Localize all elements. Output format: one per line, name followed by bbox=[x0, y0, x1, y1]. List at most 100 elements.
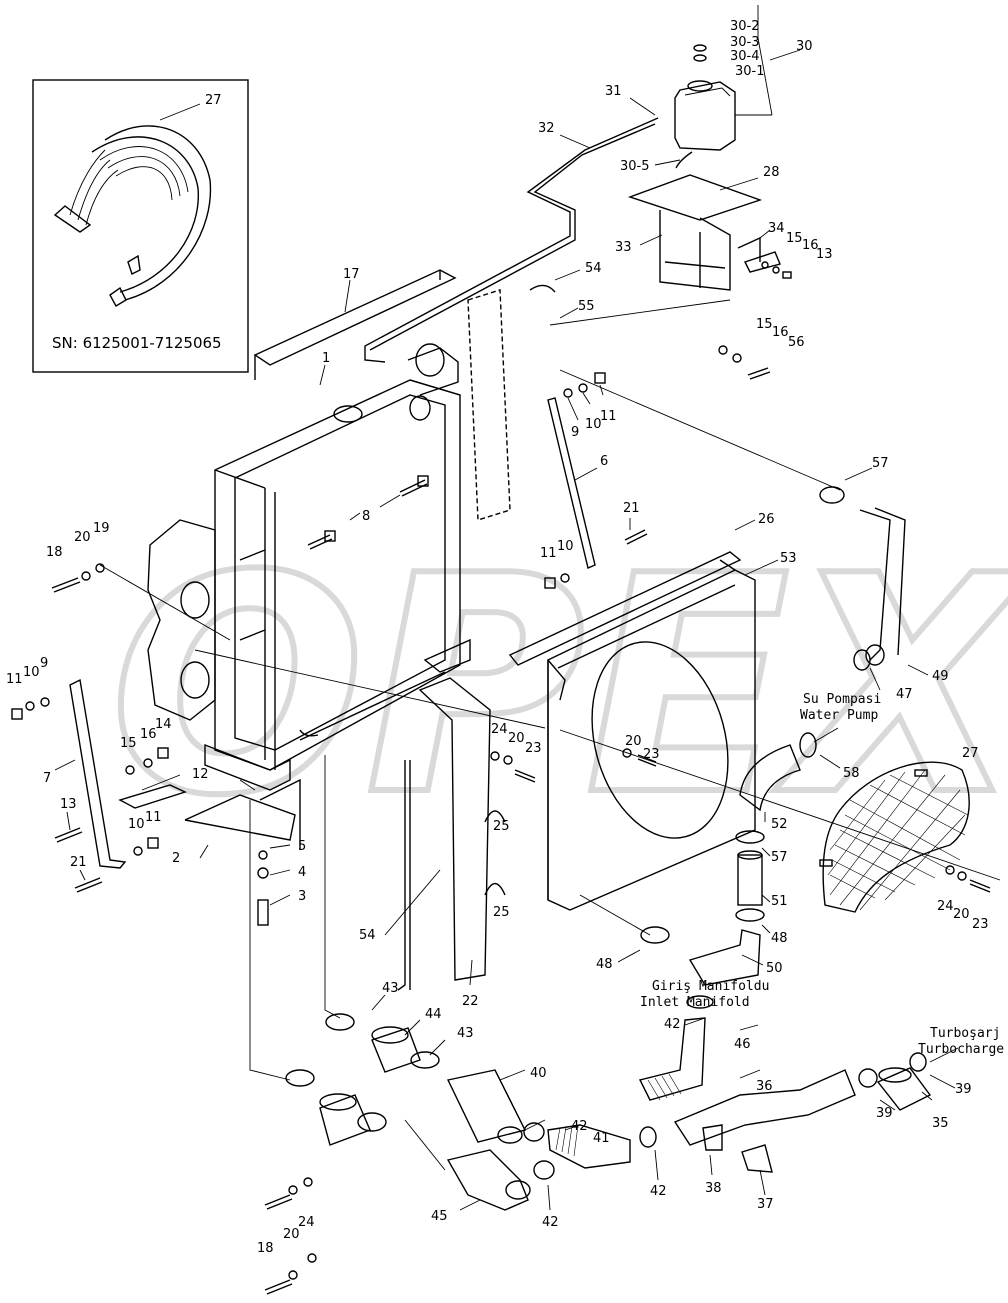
callout-8: 8 bbox=[362, 509, 370, 524]
expansion-tank bbox=[674, 44, 736, 169]
callout-42-manifold: 42 bbox=[664, 1017, 681, 1032]
top-support-bar-17 bbox=[253, 269, 457, 380]
callout-38: 38 bbox=[705, 1181, 722, 1196]
callout-48-right: 48 bbox=[771, 931, 788, 946]
callout-20-lower: 20 bbox=[283, 1227, 300, 1242]
callout-53: 53 bbox=[780, 551, 797, 566]
callout-11-mid: 11 bbox=[540, 546, 557, 561]
callout-40: 40 bbox=[530, 1066, 547, 1081]
callout-48-left: 48 bbox=[596, 957, 613, 972]
callout-16-top: 16 bbox=[802, 238, 819, 253]
stay-rod-6 bbox=[547, 397, 596, 569]
stay-rod-7 bbox=[69, 678, 127, 869]
callout-10-lower: 10 bbox=[128, 817, 145, 832]
callout-13-left: 13 bbox=[60, 797, 77, 812]
callout-10-mid: 10 bbox=[557, 539, 574, 554]
callout-24-mid: 24 bbox=[491, 722, 508, 737]
callout-43-mid: 43 bbox=[457, 1026, 474, 1041]
callout-5: 5 bbox=[298, 839, 306, 854]
callout-9-top: 9 bbox=[571, 425, 579, 440]
callout-27-inset: 27 bbox=[205, 93, 222, 108]
leader-lines bbox=[54, 5, 1001, 1211]
callout-55: 55 bbox=[578, 299, 595, 314]
tube-45 bbox=[446, 1149, 531, 1211]
callout-33: 33 bbox=[615, 240, 632, 255]
elbow-50 bbox=[688, 929, 761, 986]
callout-20-right: 20 bbox=[953, 907, 970, 922]
callout-18-left: 18 bbox=[46, 545, 63, 560]
callout-11-lower: 11 bbox=[145, 810, 162, 825]
callout-46: 46 bbox=[734, 1037, 751, 1052]
callout-30-4: 30-4 bbox=[730, 49, 760, 64]
callout-19: 19 bbox=[93, 521, 110, 536]
hose-54-upper bbox=[529, 284, 556, 293]
callout-24-right: 24 bbox=[937, 899, 954, 914]
callout-26: 26 bbox=[758, 512, 775, 527]
sleeve-lower bbox=[319, 1093, 371, 1146]
callout-42-center: 42 bbox=[571, 1119, 588, 1134]
callout-17: 17 bbox=[343, 267, 360, 282]
callout-42-lower: 42 bbox=[542, 1215, 559, 1230]
callout-30-2: 30-2 bbox=[730, 19, 760, 34]
callout-41: 41 bbox=[593, 1131, 610, 1146]
callout-36: 36 bbox=[756, 1079, 773, 1094]
callout-44: 44 bbox=[425, 1007, 442, 1022]
pipe-51 bbox=[737, 850, 763, 906]
callout-45: 45 bbox=[431, 1209, 448, 1224]
callout-23-right: 23 bbox=[972, 917, 989, 932]
callout-labels: 30-2 30-3 30-4 30-1 30 31 32 30-5 28 34 … bbox=[6, 19, 989, 1256]
callout-22: 22 bbox=[462, 994, 479, 1009]
callout-16-mid: 16 bbox=[772, 325, 789, 340]
callout-30-5: 30-5 bbox=[620, 159, 650, 174]
hose-54-lower bbox=[397, 760, 411, 991]
callout-58: 58 bbox=[843, 766, 860, 781]
callout-21-lower: 21 bbox=[70, 855, 87, 870]
callout-20-shroud: 20 bbox=[625, 734, 642, 749]
clamps bbox=[285, 486, 927, 1180]
bracket-22 bbox=[418, 677, 491, 981]
hose-35 bbox=[876, 1067, 932, 1111]
callout-23-shroud: 23 bbox=[643, 747, 660, 762]
callout-57-top: 57 bbox=[872, 456, 889, 471]
callout-39-upper: 39 bbox=[955, 1082, 972, 1097]
callout-14: 14 bbox=[155, 717, 172, 732]
fan-guard-inset-drawing bbox=[53, 125, 212, 307]
callout-2: 2 bbox=[172, 851, 180, 866]
callout-16-left: 16 bbox=[140, 727, 157, 742]
bracket-38 bbox=[702, 1124, 723, 1151]
callout-30: 30 bbox=[796, 39, 813, 54]
callout-43-top: 43 bbox=[382, 981, 399, 996]
fasteners bbox=[11, 261, 991, 1295]
callout-11-top: 11 bbox=[600, 409, 617, 424]
hose-49 bbox=[859, 507, 906, 666]
callout-15-top: 15 bbox=[786, 231, 803, 246]
callout-47: 47 bbox=[896, 687, 913, 702]
elbow-52 bbox=[739, 744, 801, 812]
callout-10-left: 10 bbox=[23, 665, 40, 680]
note-inlet-manifold-tr: Giriş Manifoldu bbox=[652, 979, 769, 994]
callout-39-lower: 39 bbox=[876, 1106, 893, 1121]
callout-54-lower: 54 bbox=[359, 928, 376, 943]
callout-4: 4 bbox=[298, 865, 306, 880]
callout-28: 28 bbox=[763, 165, 780, 180]
callout-21-mid: 21 bbox=[623, 501, 640, 516]
callout-56: 56 bbox=[788, 335, 805, 350]
callout-9-left: 9 bbox=[40, 656, 48, 671]
callout-52: 52 bbox=[771, 817, 788, 832]
callout-12: 12 bbox=[192, 767, 209, 782]
bracket-37 bbox=[741, 1144, 773, 1173]
callout-3: 3 bbox=[298, 889, 306, 904]
callout-25-upper: 25 bbox=[493, 819, 510, 834]
callout-20-left: 20 bbox=[74, 530, 91, 545]
callout-57-lower: 57 bbox=[771, 850, 788, 865]
serial-number-range: SN: 6125001-7125065 bbox=[52, 334, 222, 352]
callout-42-lower-mid: 42 bbox=[650, 1184, 667, 1199]
baffle-panel-55 bbox=[467, 289, 511, 521]
base-plate-2 bbox=[184, 778, 301, 850]
flex-hose-41 bbox=[547, 1124, 631, 1169]
note-inlet-manifold-en: Inlet Manifold bbox=[640, 995, 750, 1010]
overflow-tube bbox=[364, 117, 659, 363]
pipe-36 bbox=[673, 1069, 856, 1146]
